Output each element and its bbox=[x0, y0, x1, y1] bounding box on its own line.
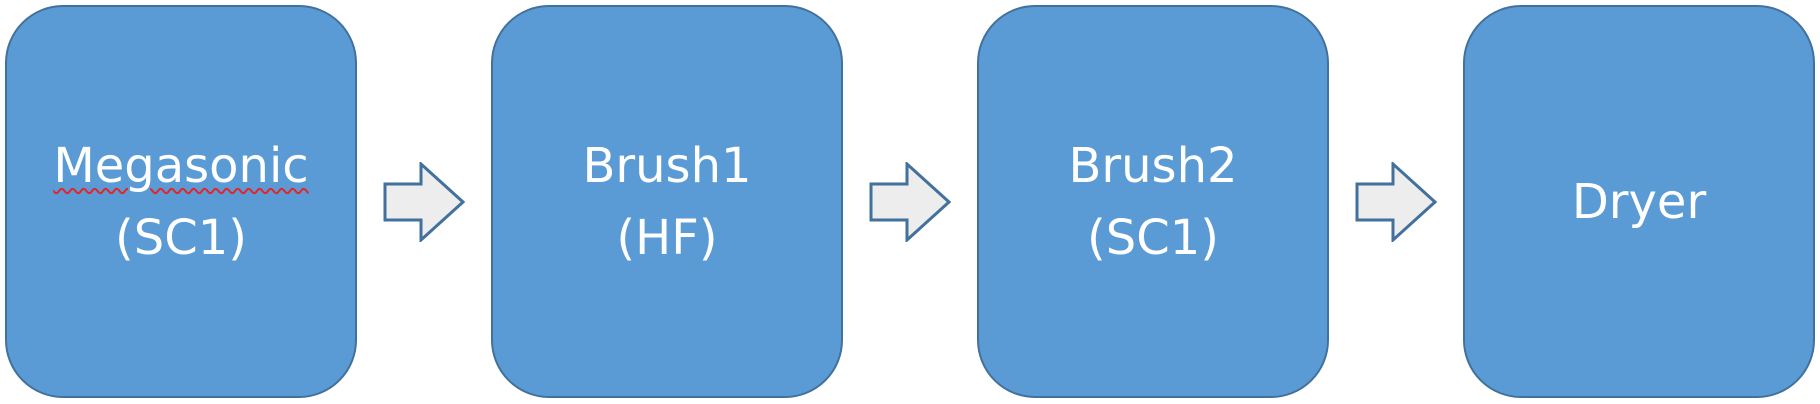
step-dryer-label: Dryer bbox=[1571, 173, 1707, 230]
right-arrow-icon bbox=[1355, 162, 1437, 242]
step-brush2-label: Brush2 bbox=[1068, 137, 1238, 194]
step-brush1-chemistry: (HF) bbox=[616, 209, 718, 266]
step-brush2-chemistry: (SC1) bbox=[1087, 209, 1219, 266]
step-brush2-box: Brush2 (SC1) bbox=[977, 5, 1329, 398]
step-brush1-box: Brush1 (HF) bbox=[491, 5, 843, 398]
right-arrow-icon bbox=[869, 162, 951, 242]
step-megasonic-chemistry: (SC1) bbox=[115, 209, 247, 266]
step-dryer-box: Dryer bbox=[1463, 5, 1815, 398]
right-arrow-icon bbox=[383, 162, 465, 242]
step-brush1-label: Brush1 bbox=[582, 137, 752, 194]
step-megasonic-box: Megasonic (SC1) bbox=[5, 5, 357, 398]
step-megasonic-label: Megasonic bbox=[53, 137, 309, 194]
